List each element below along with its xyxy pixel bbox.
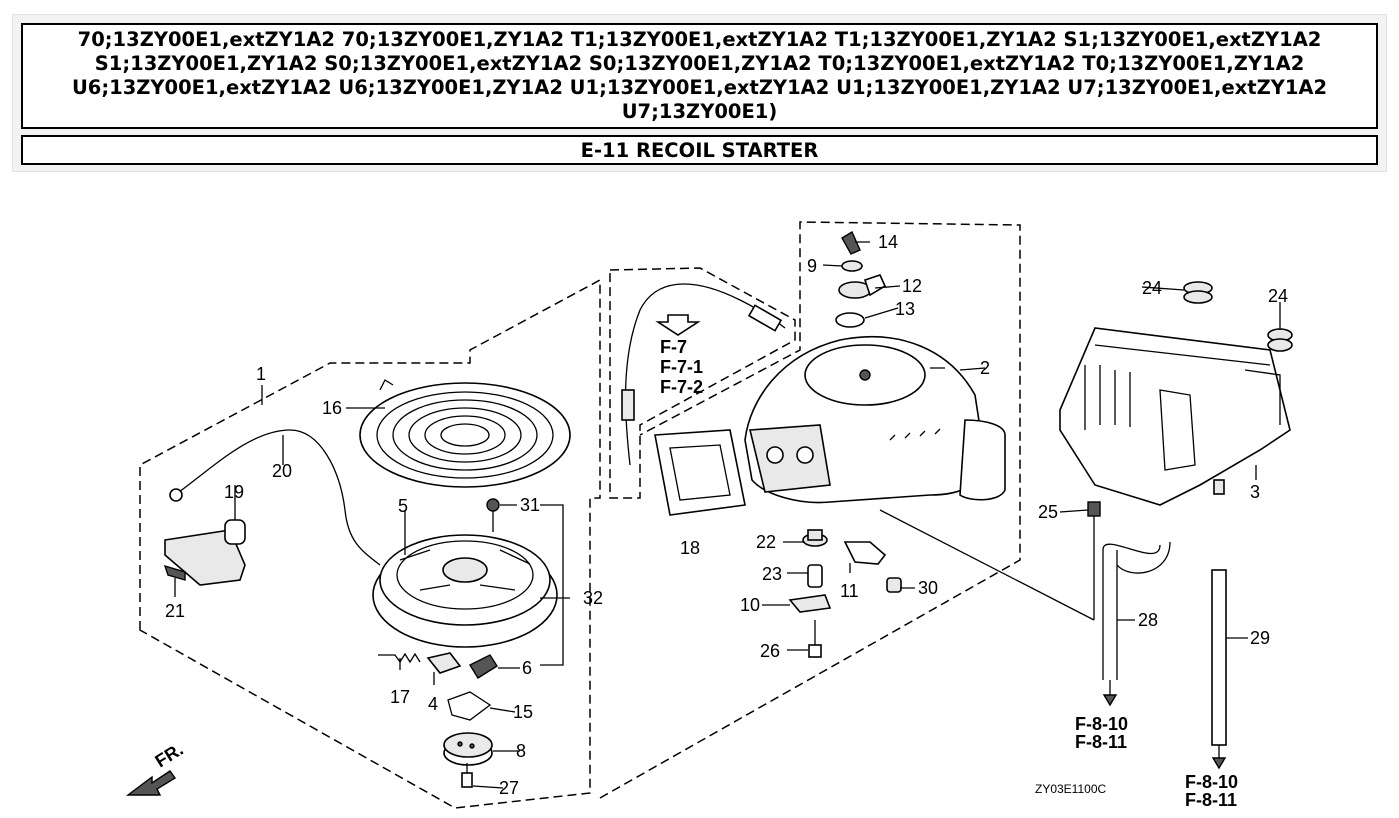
ref-f7-1[interactable]: F-7-1 bbox=[660, 357, 703, 377]
breather-tube-28-part bbox=[1102, 541, 1171, 680]
starter-grip-part bbox=[163, 519, 246, 586]
callout-12: 12 bbox=[902, 276, 922, 296]
callout-1: 1 bbox=[256, 364, 266, 384]
group-outline-cable bbox=[609, 267, 796, 499]
ref-f7[interactable]: F-7 bbox=[660, 337, 687, 357]
callout-8: 8 bbox=[516, 741, 526, 761]
callout-10: 10 bbox=[740, 595, 760, 615]
front-direction-arrow bbox=[125, 770, 177, 796]
ref-f8-10-a[interactable]: F-8-10 bbox=[1075, 714, 1128, 734]
tube-29-part bbox=[1211, 569, 1227, 746]
bolt-25-part bbox=[1087, 501, 1101, 530]
starter-reel-part bbox=[372, 534, 558, 648]
callout-2: 2 bbox=[980, 358, 990, 378]
grommet-24b-part bbox=[1267, 328, 1293, 352]
spring-17-part bbox=[378, 652, 421, 664]
callout-17: 17 bbox=[390, 687, 410, 707]
bolt-14-part bbox=[841, 230, 861, 255]
arrow-head-29 bbox=[1211, 757, 1227, 770]
clip-15-part bbox=[447, 691, 492, 721]
bushing-22-part bbox=[802, 529, 828, 547]
callout-19: 19 bbox=[224, 482, 244, 502]
callout-23: 23 bbox=[762, 564, 782, 584]
ref-f7-2[interactable]: F-7-2 bbox=[660, 377, 703, 397]
grommet-18-part bbox=[654, 429, 746, 516]
screw-27-part bbox=[461, 763, 473, 788]
group-outline-left bbox=[139, 278, 601, 809]
callout-15: 15 bbox=[513, 702, 533, 722]
callout-11: 11 bbox=[840, 581, 859, 601]
callout-26: 26 bbox=[760, 641, 780, 661]
arrow-head-28 bbox=[1102, 694, 1118, 707]
group-outline-right bbox=[599, 221, 1021, 799]
callout-21: 21 bbox=[165, 601, 185, 621]
spring-coil-part bbox=[359, 379, 571, 488]
callout-4: 4 bbox=[428, 694, 438, 714]
applicable-models-box: 70;13ZY00E1,extZY1A2 70;13ZY00E1,ZY1A2 T… bbox=[21, 23, 1378, 129]
tube-29-end bbox=[1213, 479, 1225, 495]
callout-14: 14 bbox=[878, 232, 898, 252]
parts-diagram: 1 2 3 4 5 6 8 9 10 11 12 13 14 15 16 17 … bbox=[125, 221, 1293, 810]
callout-25: 25 bbox=[1038, 502, 1058, 522]
callout-9: 9 bbox=[807, 256, 817, 276]
header-panel: 70;13ZY00E1,extZY1A2 70;13ZY00E1,ZY1A2 T… bbox=[12, 14, 1387, 172]
callout-6: 6 bbox=[522, 658, 532, 678]
callout-32: 32 bbox=[583, 588, 603, 608]
starter-rope-part bbox=[174, 429, 381, 566]
cable-adjuster-part bbox=[621, 389, 635, 421]
callout-13: 13 bbox=[895, 299, 915, 319]
callout-22: 22 bbox=[756, 532, 776, 552]
callout-24b: 24 bbox=[1268, 286, 1288, 306]
applicable-models-text: 70;13ZY00E1,extZY1A2 70;13ZY00E1,ZY1A2 T… bbox=[71, 28, 1328, 123]
plate-10-part bbox=[788, 594, 832, 613]
section-title-box: E-11 RECOIL STARTER bbox=[21, 135, 1378, 165]
screw-31-part bbox=[486, 498, 500, 532]
ref-f8-11-b[interactable]: F-8-11 bbox=[1185, 790, 1237, 810]
section-title: E-11 RECOIL STARTER bbox=[580, 138, 819, 162]
figure-code: ZY03E1100C bbox=[1035, 782, 1106, 796]
callout-18: 18 bbox=[680, 538, 700, 558]
arm-12-part bbox=[838, 274, 887, 299]
washer-9-part bbox=[841, 260, 863, 272]
callout-16: 16 bbox=[322, 398, 342, 418]
ref-f8-10-b[interactable]: F-8-10 bbox=[1185, 772, 1238, 792]
collar-13-part bbox=[835, 312, 865, 328]
collar-23-part bbox=[807, 564, 823, 588]
cap-8-part bbox=[443, 732, 493, 766]
ratchet-4-part bbox=[426, 652, 462, 674]
starter-housing-part bbox=[744, 336, 1006, 504]
callout-30: 30 bbox=[918, 578, 938, 598]
callout-5: 5 bbox=[398, 496, 408, 516]
cable-end-part bbox=[747, 304, 783, 332]
callout-3: 3 bbox=[1250, 482, 1260, 502]
callout-24a: 24 bbox=[1142, 278, 1162, 298]
ref-f8-11-a[interactable]: F-8-11 bbox=[1075, 732, 1127, 752]
cap-30-part bbox=[886, 577, 902, 593]
callout-31: 31 bbox=[520, 495, 540, 515]
reference-down-arrow bbox=[655, 314, 701, 336]
rope-knot-part bbox=[169, 488, 183, 502]
lever-11-part bbox=[843, 541, 887, 565]
leader-32 bbox=[540, 504, 564, 666]
leader-lines bbox=[174, 241, 1281, 789]
front-label: FR. bbox=[152, 739, 187, 771]
air-cleaner-cover-part bbox=[1059, 327, 1291, 506]
callout-28: 28 bbox=[1138, 610, 1158, 630]
callout-29: 29 bbox=[1250, 628, 1270, 648]
callout-20: 20 bbox=[272, 461, 292, 481]
callout-27: 27 bbox=[499, 778, 519, 798]
grommet-24a-part bbox=[1183, 281, 1213, 304]
bolt-26-part bbox=[808, 620, 822, 658]
guide-6-part bbox=[469, 654, 498, 679]
